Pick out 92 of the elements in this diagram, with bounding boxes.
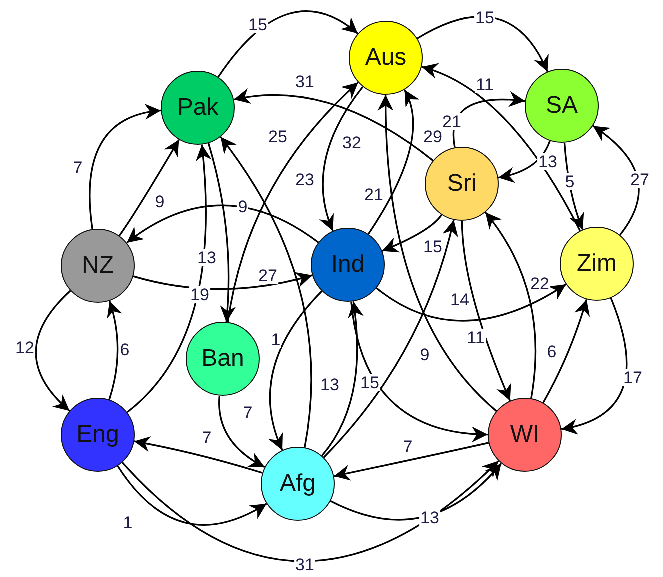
node-label: Zim <box>577 250 617 278</box>
arrow <box>89 104 162 230</box>
arrow <box>542 299 590 404</box>
edge-label: 13 <box>320 376 340 394</box>
arrow <box>35 290 72 412</box>
edge-label: 29 <box>422 128 444 146</box>
arrow <box>269 290 323 451</box>
team-circle <box>261 447 335 521</box>
edge-label: 6 <box>119 342 131 358</box>
node-label: WI <box>510 421 540 449</box>
arrow <box>452 92 526 148</box>
edge-label: 13 <box>538 154 558 170</box>
edge-label: 9 <box>419 346 431 364</box>
team-circle <box>349 21 423 95</box>
node-label: Sri <box>447 170 477 198</box>
arrow <box>422 64 582 232</box>
arrow <box>126 144 212 414</box>
arrow <box>126 204 319 244</box>
edge-label: 7 <box>402 438 414 456</box>
arrow <box>330 463 502 521</box>
edge-label: 11 <box>466 330 486 346</box>
edge-label: 7 <box>242 404 254 422</box>
arrow <box>117 466 268 526</box>
edge-label: 6 <box>546 344 558 360</box>
arrow <box>133 272 313 290</box>
edge-label: 14 <box>450 292 470 308</box>
arrow <box>334 442 490 481</box>
arrow <box>234 89 434 162</box>
edge-label: 9 <box>237 198 249 216</box>
arrow <box>368 90 419 235</box>
arrow <box>376 284 567 322</box>
arrow <box>320 86 364 232</box>
arrow <box>484 212 537 399</box>
edge-label: 19 <box>190 286 210 304</box>
edge-label: 21 <box>364 186 384 204</box>
arrow <box>382 214 442 252</box>
arrow <box>592 125 640 236</box>
edge-label: 31 <box>294 556 316 574</box>
edge-label: 15 <box>474 10 496 26</box>
edge-label: 15 <box>422 238 444 256</box>
arrow <box>208 143 236 322</box>
arrow <box>461 220 512 402</box>
arrow <box>227 82 359 322</box>
edge-label: 13 <box>420 510 440 526</box>
node-label: SA <box>546 92 578 120</box>
edge-label: 5 <box>564 174 576 190</box>
team-circle <box>61 229 135 303</box>
edge-label: 1 <box>270 332 282 348</box>
node-label: Aus <box>365 44 407 72</box>
arrow <box>122 460 500 562</box>
arrow <box>564 142 584 230</box>
edge-label: 31 <box>294 74 316 90</box>
arrow <box>378 94 498 412</box>
edge-label: 17 <box>622 370 644 386</box>
node-label: Pak <box>177 94 219 122</box>
arrow <box>561 298 628 434</box>
node-label: Afg <box>280 470 316 498</box>
team-circle <box>311 228 385 302</box>
node-label: Eng <box>76 421 120 449</box>
edge-label: 32 <box>342 134 362 152</box>
arrow <box>417 16 548 72</box>
edge-label: 23 <box>294 172 316 188</box>
node-label: Ban <box>202 345 244 373</box>
arrow <box>350 302 488 442</box>
edge-label: 15 <box>360 374 380 392</box>
edge-label: 13 <box>196 250 218 266</box>
team-circle <box>488 398 562 472</box>
arrow <box>106 300 122 400</box>
arrow <box>218 396 266 468</box>
edge-label: 25 <box>268 128 288 146</box>
arrow <box>323 220 458 458</box>
edge-label: 9 <box>154 194 166 210</box>
edge-label: 21 <box>442 114 462 130</box>
arrow <box>134 436 263 474</box>
edge-label: 12 <box>14 340 36 356</box>
arrow <box>220 136 312 448</box>
team-circle <box>525 69 599 143</box>
edge-label: 22 <box>530 276 550 292</box>
arrow <box>321 302 364 457</box>
edge-label: 27 <box>258 268 278 284</box>
edge-label: 11 <box>475 76 495 94</box>
arrow <box>218 10 359 78</box>
node-label: NZ <box>82 252 114 280</box>
edge-label: 7 <box>201 430 213 446</box>
team-circle <box>61 398 135 472</box>
node-label: Ind <box>331 251 365 279</box>
edge-label: 7 <box>72 160 84 176</box>
edge-label: 27 <box>630 172 650 188</box>
edge-label: 1 <box>122 514 134 532</box>
arrow <box>498 140 551 183</box>
arrow <box>118 139 180 236</box>
edge-label: 15 <box>248 16 268 34</box>
